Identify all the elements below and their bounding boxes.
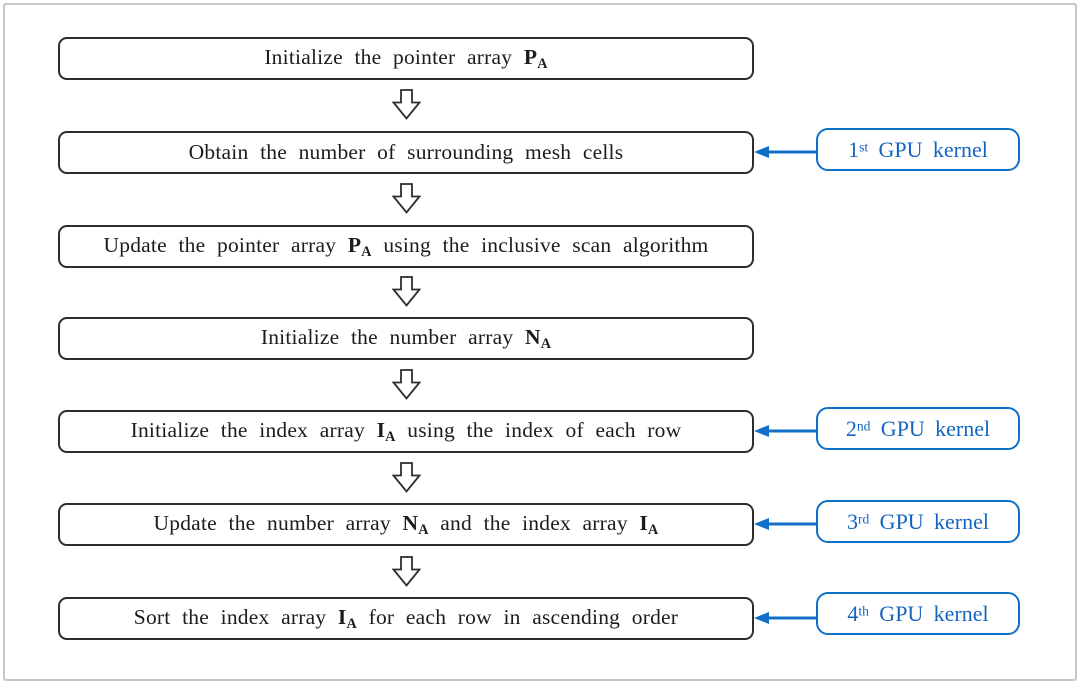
flow-step-5-box: Initialize the index array IA using the … <box>58 410 754 453</box>
flow-step-1-label: Initialize the pointer array PA <box>264 44 548 72</box>
gpu-kernel-1-label: 1st GPU kernel <box>848 136 988 162</box>
kernel-connector-4 <box>754 610 816 626</box>
gpu-kernel-4-label: 4th GPU kernel <box>847 600 989 626</box>
flow-step-2-box: Obtain the number of surrounding mesh ce… <box>58 131 754 174</box>
flow-step-7-label: Sort the index array IA for each row in … <box>133 604 679 632</box>
down-arrow-icon <box>392 183 421 214</box>
down-arrow-icon <box>392 369 421 400</box>
flow-step-2-label: Obtain the number of surrounding mesh ce… <box>188 140 624 164</box>
down-arrow-icon <box>392 276 421 307</box>
left-arrow-icon <box>754 146 816 158</box>
left-arrow-icon <box>754 612 816 624</box>
gpu-kernel-3-label: 3rd GPU kernel <box>846 508 990 534</box>
gpu-kernel-3-box: 3rd GPU kernel <box>816 500 1020 543</box>
flow-step-4-label: Initialize the number array NA <box>260 324 552 352</box>
flow-step-3-box: Update the pointer array PA using the in… <box>58 225 754 268</box>
gpu-kernel-2-box: 2nd GPU kernel <box>816 407 1020 450</box>
kernel-connector-1 <box>754 144 816 160</box>
flow-step-7-box: Sort the index array IA for each row in … <box>58 597 754 640</box>
left-arrow-icon <box>754 425 816 437</box>
gpu-kernel-1-box: 1st GPU kernel <box>816 128 1020 171</box>
flow-step-5-label: Initialize the index array IA using the … <box>130 417 682 445</box>
down-arrow-icon <box>392 462 421 493</box>
flow-step-1-box: Initialize the pointer array PA <box>58 37 754 80</box>
down-arrow-icon <box>392 89 421 120</box>
down-arrow-icon <box>392 556 421 587</box>
gpu-kernel-4-box: 4th GPU kernel <box>816 592 1020 635</box>
flow-step-3-label: Update the pointer array PA using the in… <box>103 232 709 260</box>
kernel-connector-2 <box>754 423 816 439</box>
left-arrow-icon <box>754 518 816 530</box>
kernel-connector-3 <box>754 516 816 532</box>
flow-step-6-box: Update the number array NA and the index… <box>58 503 754 546</box>
flow-step-4-box: Initialize the number array NA <box>58 317 754 360</box>
flow-step-6-label: Update the number array NA and the index… <box>153 510 659 538</box>
gpu-kernel-2-label: 2nd GPU kernel <box>845 415 991 441</box>
